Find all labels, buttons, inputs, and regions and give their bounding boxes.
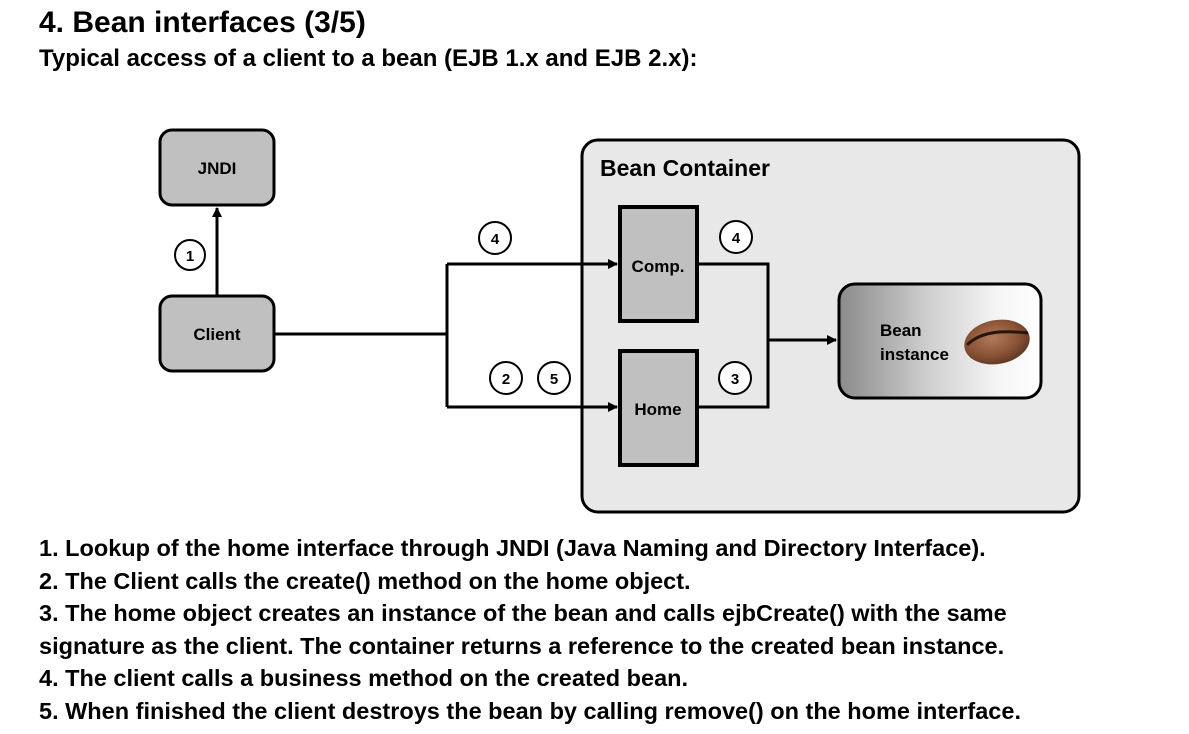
bean-instance-label-line2: instance <box>880 345 949 364</box>
svg-text:5: 5 <box>550 371 558 388</box>
svg-text:4: 4 <box>491 231 500 248</box>
svg-text:2: 2 <box>502 371 510 388</box>
client-label: Client <box>193 325 241 344</box>
svg-text:1: 1 <box>186 248 194 265</box>
step-marker-4-comp: 4 <box>719 220 753 254</box>
step-item: 4. The client calls a business method on… <box>39 665 689 691</box>
svg-text:3: 3 <box>731 371 739 388</box>
home-interface-node: Home <box>618 349 699 467</box>
bean-container: Bean Container <box>580 138 1081 514</box>
component-label: Comp. <box>632 257 685 276</box>
step-item: 2. The Client calls the create() method … <box>39 567 691 594</box>
step-marker-3: 3 <box>718 361 752 395</box>
step-marker-4-client: 4 <box>478 221 512 255</box>
step-item: 3. The home object creates an instance o… <box>39 600 1007 626</box>
bean-instance-label-line1: Bean <box>880 321 922 340</box>
slide-subtitle: Typical access of a client to a bean (EJ… <box>39 45 698 72</box>
step-item-continued: signature as the client. The container r… <box>39 632 1005 659</box>
bean-instance-node: Bean instance <box>837 282 1043 400</box>
home-label: Home <box>634 400 681 419</box>
step-list: 1. Lookup of the home interface through … <box>39 532 1021 727</box>
step-item: 5. When finished the client destroys the… <box>39 697 1021 724</box>
line-comp-home-join <box>697 262 770 409</box>
svg-text:4: 4 <box>732 230 741 247</box>
coffee-bean-icon <box>964 319 1030 365</box>
step-marker-2: 2 <box>489 361 523 395</box>
slide-title: 4. Bean interfaces (3/5) <box>39 6 366 39</box>
jndi-node: JNDI <box>158 128 276 207</box>
step-marker-5: 5 <box>537 361 571 395</box>
client-node: Client <box>158 294 276 373</box>
step-item: 1. Lookup of the home interface through … <box>39 535 986 561</box>
connectors <box>212 207 837 412</box>
component-interface-node: Comp. <box>618 205 699 323</box>
step-marker-1: 1 <box>174 239 206 271</box>
bean-container-label: Bean Container <box>600 155 770 181</box>
jndi-label: JNDI <box>198 159 237 178</box>
